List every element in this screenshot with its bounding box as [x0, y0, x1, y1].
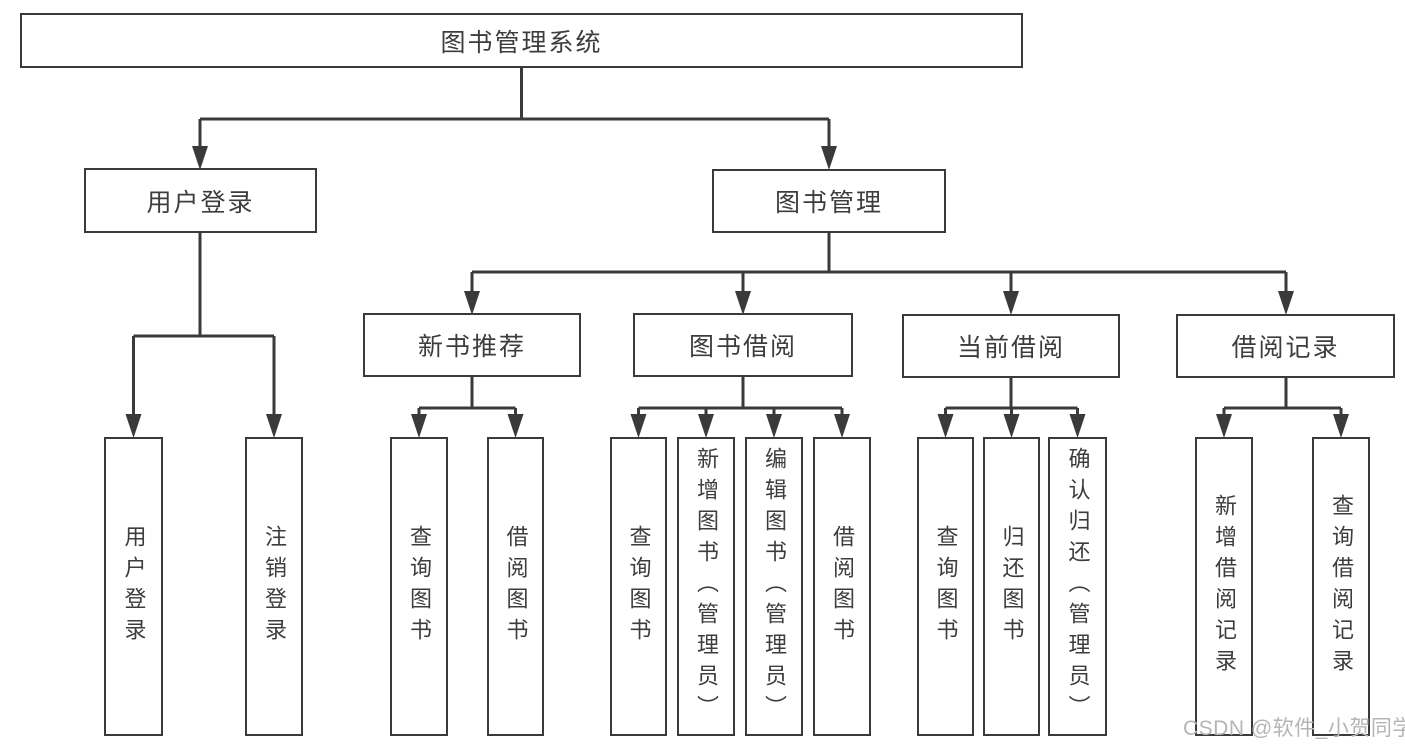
node-user-login: 用户登录	[84, 168, 317, 233]
leaf-borrow-books-borrowing: 借阅图书	[813, 437, 871, 736]
leaf-add-borrow-record: 新增借阅记录	[1195, 437, 1253, 736]
leaf-return-books: 归还图书	[983, 437, 1040, 736]
node-root: 图书管理系统	[20, 13, 1023, 68]
node-current-borrowing: 当前借阅	[902, 314, 1120, 378]
node-borrowing-records: 借阅记录	[1176, 314, 1395, 378]
node-book-borrowing: 图书借阅	[633, 313, 853, 377]
leaf-query-books-borrowing: 查询图书	[610, 437, 667, 736]
leaf-logout: 注销登录	[245, 437, 303, 736]
leaf-edit-books-admin: 编辑图书（管理员）	[745, 437, 803, 736]
leaf-add-books-admin: 新增图书（管理员）	[677, 437, 735, 736]
node-book-management: 图书管理	[712, 169, 946, 233]
watermark: CSDN @软件_小贺同学	[1183, 717, 1405, 740]
leaf-borrow-books-recommend: 借阅图书	[487, 437, 544, 736]
leaf-confirm-return-admin: 确认归还（管理员）	[1048, 437, 1107, 736]
leaf-query-borrow-record: 查询借阅记录	[1312, 437, 1370, 736]
leaf-query-books-recommend: 查询图书	[390, 437, 448, 736]
leaf-query-books-current: 查询图书	[917, 437, 974, 736]
leaf-user-login: 用户登录	[104, 437, 163, 736]
node-new-book-recommend: 新书推荐	[363, 313, 581, 377]
